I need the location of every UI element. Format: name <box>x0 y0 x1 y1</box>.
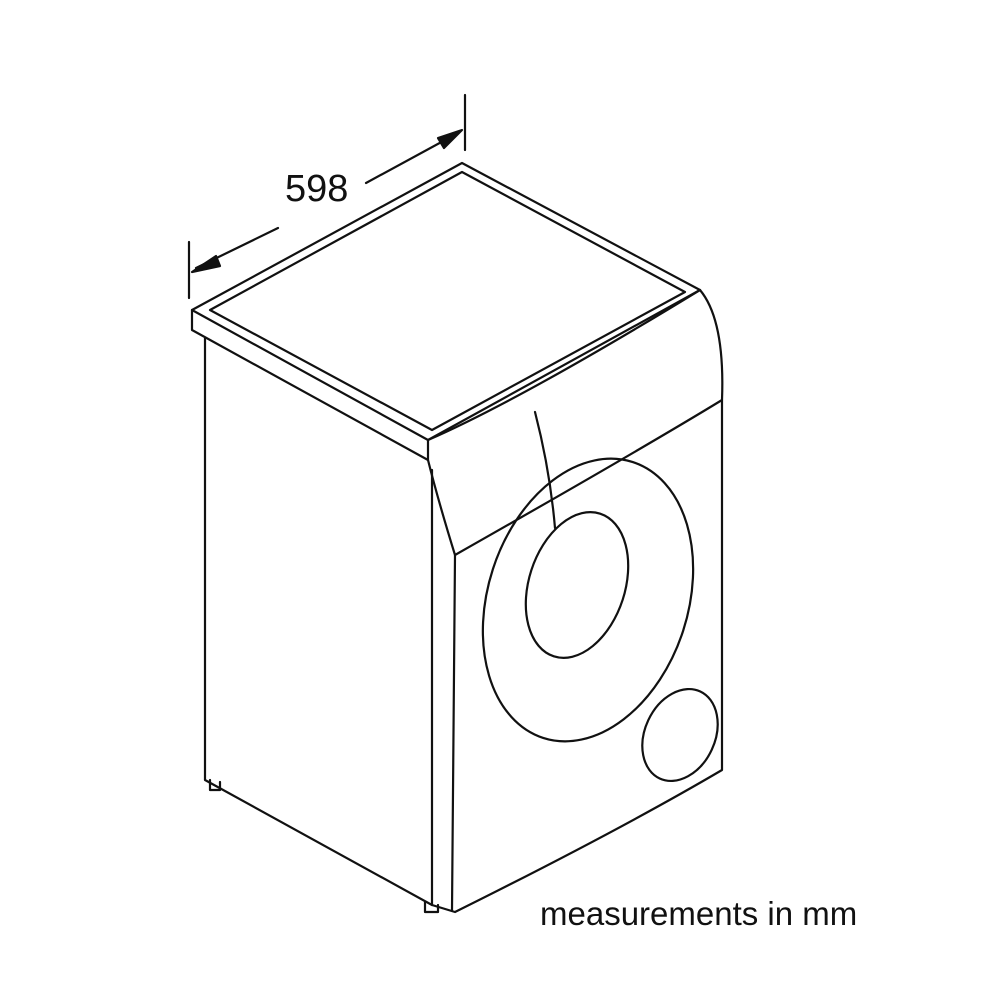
body <box>203 336 724 914</box>
width-dimension-label: 598 <box>285 168 349 210</box>
control-panel <box>426 288 724 912</box>
units-caption: measurements in mm <box>540 895 858 932</box>
service-hatch <box>641 687 719 783</box>
top-panel <box>190 161 702 462</box>
dimension-line <box>187 93 467 300</box>
door <box>481 457 695 743</box>
